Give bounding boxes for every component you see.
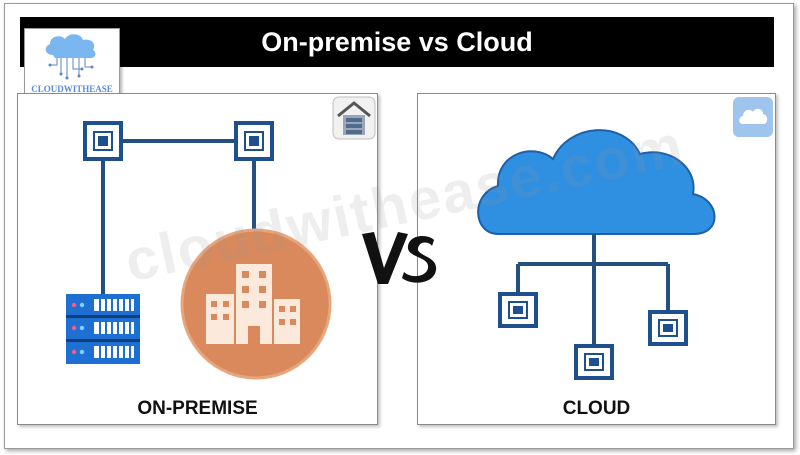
house-server-icon bbox=[332, 96, 376, 140]
network-node-icon bbox=[83, 121, 123, 161]
network-node-icon bbox=[648, 310, 688, 346]
cloud-diagram bbox=[477, 129, 716, 380]
cloud-small-icon bbox=[733, 97, 773, 137]
vs-icon bbox=[362, 232, 437, 284]
cloud-icon bbox=[477, 129, 716, 235]
network-node-icon bbox=[574, 344, 614, 380]
cloud-panel: CLOUD bbox=[417, 93, 776, 425]
network-node-icon bbox=[498, 292, 538, 328]
page-title: On-premise vs Cloud bbox=[20, 17, 774, 67]
on-premise-label: ON-PREMISE bbox=[137, 398, 258, 419]
on-premise-diagram bbox=[66, 121, 332, 380]
network-links bbox=[516, 234, 670, 349]
logo-name: CLOUDWITHEASE bbox=[31, 84, 113, 94]
on-premise-panel: ON-PREMISE bbox=[17, 93, 378, 425]
cloud-label: CLOUD bbox=[562, 398, 631, 419]
buildings-icon bbox=[180, 228, 332, 380]
network-node-icon bbox=[234, 121, 274, 161]
cloud-logo-icon bbox=[45, 34, 96, 80]
server-rack-icon bbox=[66, 294, 140, 364]
